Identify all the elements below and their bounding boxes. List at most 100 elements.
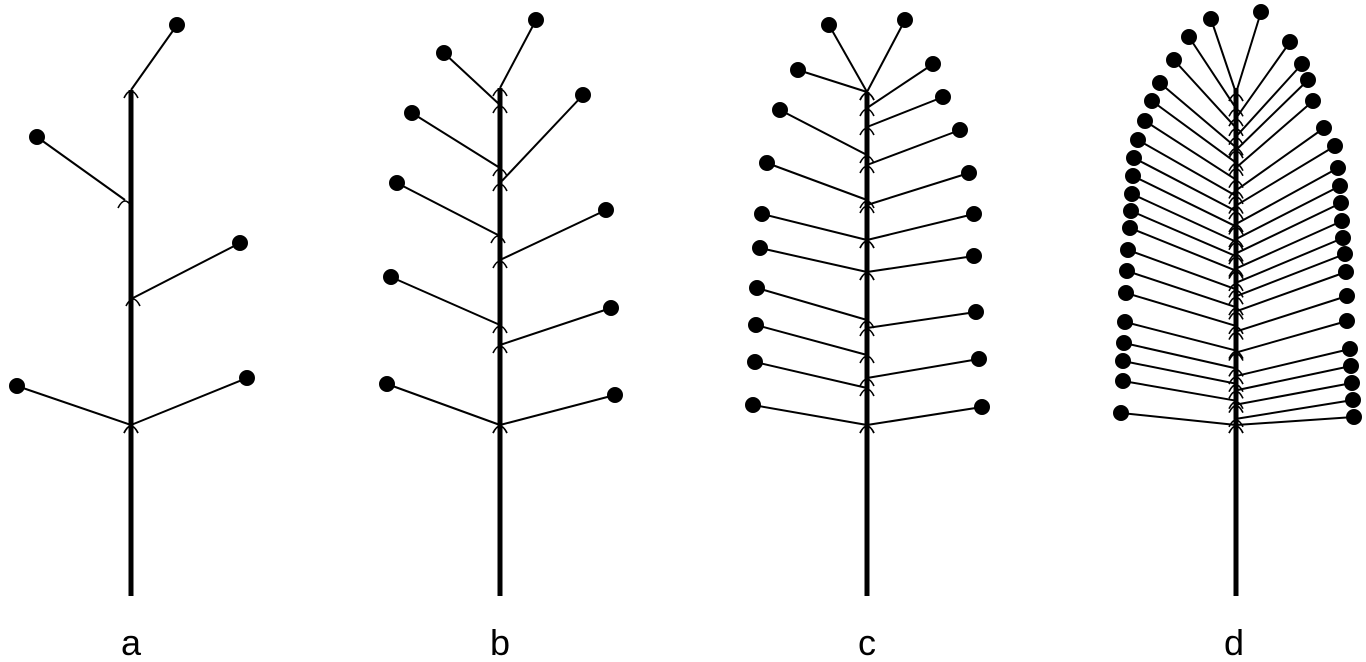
panel-d-node-mark bbox=[1228, 190, 1244, 199]
panel-a-branch bbox=[16, 385, 132, 426]
panel-c-node-mark bbox=[859, 200, 875, 209]
panel-c-node-mark bbox=[859, 240, 875, 249]
panel-d-node-mark bbox=[1228, 326, 1244, 335]
panel-d-branch bbox=[1122, 380, 1237, 402]
panel-a-leaf-dot bbox=[232, 235, 248, 251]
panel-b-branch bbox=[499, 307, 612, 346]
panel-d-leaf-dot bbox=[1116, 335, 1132, 351]
panel-d-branch bbox=[1235, 11, 1262, 94]
panel-b-node-mark bbox=[492, 325, 508, 334]
panel-c-leaf-dot bbox=[966, 248, 982, 264]
panel-c-leaf-dot bbox=[952, 122, 968, 138]
panel-c: c bbox=[745, 12, 990, 662]
panel-d-node-mark bbox=[1228, 268, 1244, 277]
panel-d-node-mark bbox=[1228, 400, 1244, 410]
panel-c-leaf-dot bbox=[772, 102, 788, 118]
panel-d-node-mark bbox=[1228, 226, 1244, 235]
panel-d-node-mark bbox=[1228, 311, 1244, 320]
panel-c-branch bbox=[828, 24, 868, 93]
panel-d-branch bbox=[1235, 185, 1341, 241]
panel-c-node-mark bbox=[859, 205, 875, 214]
panel-c-leaf-dot bbox=[925, 56, 941, 72]
panel-d-leaf-dot bbox=[1344, 375, 1360, 391]
panel-c-label: c bbox=[858, 622, 876, 662]
panel-b-leaf-dot bbox=[575, 87, 591, 103]
panel-d-node-mark bbox=[1228, 296, 1244, 305]
panel-d-branch bbox=[1124, 321, 1237, 352]
panel-d-leaf-dot bbox=[1294, 56, 1310, 72]
panel-d-leaf-dot bbox=[1327, 138, 1343, 154]
panel-a-node-mark bbox=[123, 90, 139, 99]
panel-d-leaf-dot bbox=[1253, 4, 1269, 20]
panel-d-node-mark bbox=[1228, 307, 1244, 316]
panel-c-node-mark bbox=[859, 127, 875, 136]
panel-c-branch bbox=[866, 358, 980, 379]
panel-c-branch bbox=[866, 63, 934, 109]
panel-d-label: d bbox=[1224, 622, 1244, 662]
panel-d-branch bbox=[1235, 237, 1344, 284]
panel-d-leaf-dot bbox=[1342, 341, 1358, 357]
panel-d-leaf-dot bbox=[1338, 264, 1354, 280]
panel-c-branch bbox=[759, 247, 868, 273]
panel-b-leaf-dot bbox=[404, 105, 420, 121]
panel-d-node-mark bbox=[1228, 167, 1244, 177]
panel-b-branch bbox=[499, 394, 616, 426]
panel-d-node-mark bbox=[1228, 283, 1244, 292]
panel-d-leaf-dot bbox=[1115, 353, 1131, 369]
panel-d-leaf-dot bbox=[1122, 220, 1138, 236]
panel-b-branch bbox=[396, 182, 499, 236]
panel-c-node-mark bbox=[859, 272, 875, 281]
panel-d-branch bbox=[1235, 41, 1291, 119]
panel-c-node-mark bbox=[859, 155, 875, 164]
panel-c-branch bbox=[761, 213, 868, 241]
panel-d-branch bbox=[1122, 360, 1237, 385]
panel-b-branch bbox=[443, 52, 501, 106]
panel-d-branch bbox=[1235, 220, 1343, 270]
panel-d-branch bbox=[1130, 210, 1237, 258]
panel-c-leaf-dot bbox=[790, 62, 806, 78]
panel-d-node-mark bbox=[1228, 150, 1244, 159]
panel-d-node-mark bbox=[1228, 118, 1244, 127]
panel-b-node-mark bbox=[492, 260, 508, 269]
panel-d-node-mark bbox=[1228, 270, 1244, 280]
panel-d-leaf-dot bbox=[1181, 29, 1197, 45]
panel-d-branch bbox=[1235, 127, 1325, 192]
panel-a-branch bbox=[36, 136, 126, 201]
panel-d: d bbox=[1113, 4, 1362, 662]
panel-d-leaf-dot bbox=[1316, 120, 1332, 136]
panel-d-node-mark bbox=[1228, 162, 1244, 172]
panel-d-node-mark bbox=[1228, 205, 1244, 214]
panel-d-leaf-dot bbox=[1119, 263, 1135, 279]
panel-c-branch bbox=[756, 287, 868, 321]
panel-c-leaf-dot bbox=[745, 397, 761, 413]
panel-d-branch bbox=[1133, 157, 1237, 213]
panel-d-leaf-dot bbox=[1130, 132, 1146, 148]
panel-c-branch bbox=[754, 361, 868, 389]
panel-b-leaf-dot bbox=[383, 269, 399, 285]
panel-d-branch bbox=[1235, 100, 1314, 169]
panel-d-leaf-dot bbox=[1333, 195, 1349, 211]
panel-c-leaf-dot bbox=[754, 206, 770, 222]
panel-b-node-mark bbox=[492, 88, 508, 97]
panel-b: b bbox=[379, 12, 623, 662]
panel-d-leaf-dot bbox=[1332, 178, 1348, 194]
panel-d-node-mark bbox=[1228, 352, 1244, 361]
panel-d-node-mark bbox=[1228, 289, 1244, 298]
panel-d-leaf-dot bbox=[1113, 405, 1129, 421]
panel-c-leaf-dot bbox=[752, 240, 768, 256]
panel-c-leaf-dot bbox=[968, 304, 984, 320]
panel-a-node-mark bbox=[125, 298, 141, 307]
panel-d-leaf-dot bbox=[1343, 358, 1359, 374]
panel-d-branch bbox=[1137, 139, 1237, 197]
panel-d-branch bbox=[1235, 79, 1309, 151]
panel-b-branch bbox=[386, 383, 501, 426]
panel-d-leaf-dot bbox=[1152, 75, 1168, 91]
panel-b-node-mark bbox=[490, 235, 506, 244]
panel-d-node-mark bbox=[1228, 211, 1244, 220]
panel-d-branch bbox=[1235, 416, 1355, 426]
panel-d-leaf-dot bbox=[1126, 150, 1142, 166]
panel-c-node-mark bbox=[859, 328, 875, 337]
panel-d-leaf-dot bbox=[1330, 160, 1346, 176]
panel-a-node-mark bbox=[117, 200, 133, 209]
